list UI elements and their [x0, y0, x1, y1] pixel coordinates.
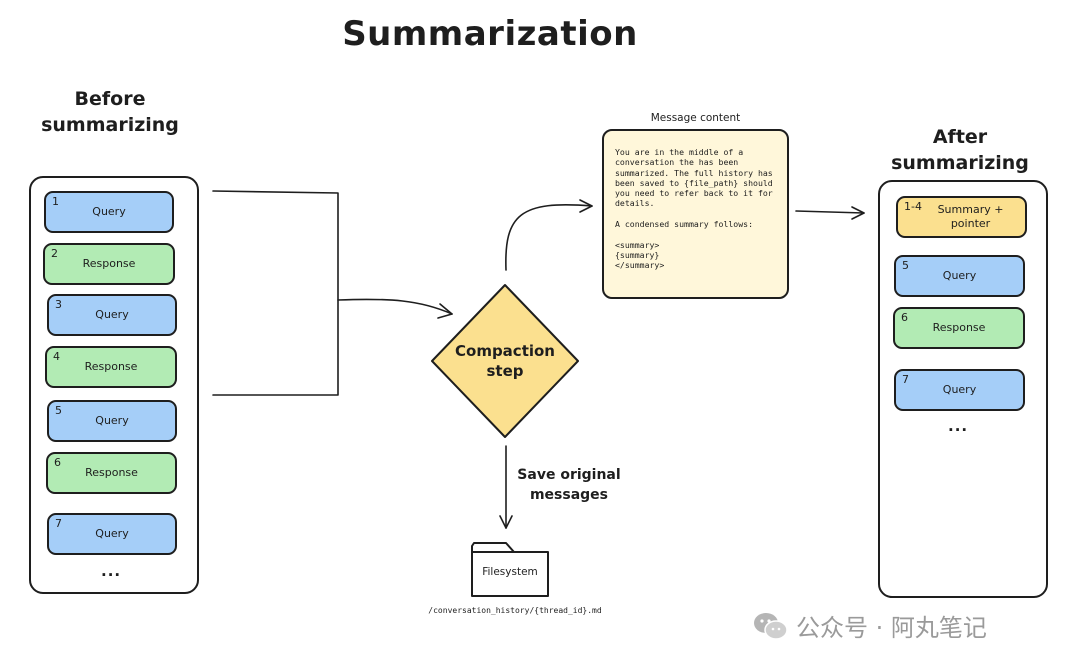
message-content-label: Message content [650, 112, 741, 124]
before-heading-line1: Before [74, 88, 146, 110]
arrow-to-after-head [851, 206, 865, 220]
save-label-line2: messages [529, 487, 609, 503]
before-message-2: 2 Response [43, 243, 175, 285]
arrow-to-compaction-head [437, 303, 453, 319]
message-number: 5 [902, 259, 909, 272]
after-message-7: 7 Query [894, 369, 1025, 411]
arrow-to-filesystem-head [499, 515, 513, 529]
message-label: Response [84, 360, 138, 373]
after-heading-line2: summarizing [891, 152, 1029, 174]
filesystem-label: Filesystem [482, 566, 538, 578]
compaction-label-line2: step [486, 362, 524, 380]
before-heading: Before summarizing [40, 86, 180, 138]
message-label: Query [95, 414, 129, 427]
after-heading: After summarizing [890, 124, 1030, 176]
message-number: 1-4 [904, 200, 922, 213]
arrow-to-after [795, 210, 865, 214]
arrow-to-message-head [579, 199, 593, 213]
save-label: Save original messages [514, 465, 624, 505]
message-number: 7 [55, 517, 62, 530]
before-ellipsis: ... [101, 562, 122, 580]
before-message-3: 3 Query [47, 294, 177, 336]
message-number: 2 [51, 247, 58, 260]
arrow-to-compaction [337, 298, 453, 315]
after-ellipsis: ... [948, 417, 969, 435]
message-content-box: You are in the middle of a conversation … [602, 129, 789, 299]
page-title: Summarization [342, 14, 638, 54]
wechat-icon [754, 612, 788, 640]
message-label: Query [95, 527, 129, 540]
bracket-line [212, 190, 339, 396]
watermark-text: 公众号 · 阿丸笔记 [796, 614, 987, 642]
message-number: 6 [54, 456, 61, 469]
compaction-label: Compaction step [432, 341, 578, 381]
after-message-5: 5 Query [894, 255, 1025, 297]
message-label: Response [85, 466, 138, 479]
after-summary-message: 1-4 Summary + pointer [896, 196, 1027, 238]
message-label: Response [932, 321, 986, 334]
message-number: 6 [901, 311, 908, 324]
message-label: Query [92, 205, 126, 218]
message-number: 5 [55, 404, 62, 417]
message-number: 7 [902, 373, 909, 386]
folder-icon [471, 542, 549, 597]
message-label: Summary + pointer [920, 203, 1004, 231]
save-label-line1: Save original [517, 467, 621, 483]
before-message-7: 7 Query [47, 513, 177, 555]
message-label: Query [942, 269, 977, 282]
after-heading-line1: After [932, 126, 988, 148]
compaction-label-line1: Compaction [455, 342, 555, 360]
message-number: 4 [53, 350, 60, 363]
summary-label-line2: pointer [950, 217, 991, 230]
message-label: Query [95, 308, 129, 321]
summary-label-line1: Summary + [937, 203, 1004, 216]
watermark: 公众号 · 阿丸笔记 [752, 608, 987, 643]
arrow-to-message [505, 203, 593, 271]
before-message-1: 1 Query [44, 191, 174, 233]
filesystem-path: /conversation_history/{thread_id}.md [428, 606, 602, 615]
before-message-4: 4 Response [45, 346, 177, 388]
message-number: 3 [55, 298, 62, 311]
before-message-5: 5 Query [47, 400, 177, 442]
message-number: 1 [52, 195, 59, 208]
message-label: Response [82, 257, 136, 270]
message-label: Query [942, 383, 977, 396]
after-message-6: 6 Response [893, 307, 1025, 349]
compaction-diamond [431, 284, 579, 438]
before-heading-line2: summarizing [41, 114, 179, 136]
before-message-6: 6 Response [46, 452, 177, 494]
